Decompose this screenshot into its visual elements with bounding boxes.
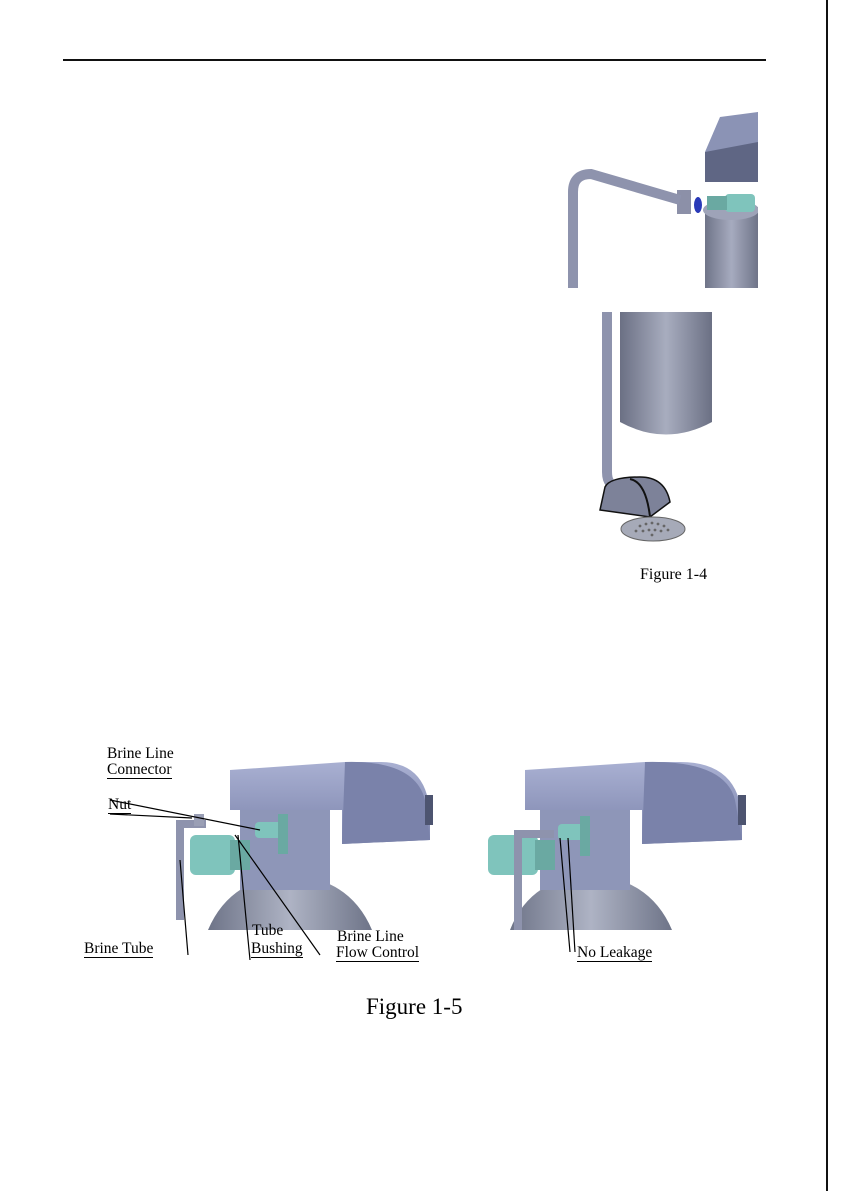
- figure-1-5-caption: Figure 1-5: [366, 994, 462, 1020]
- label-bushing: Bushing: [251, 941, 303, 958]
- label-flow-control: Flow Control: [336, 945, 419, 962]
- label-nut: Nut: [108, 797, 131, 814]
- label-tube: Tube: [252, 923, 283, 939]
- page-right-edge: [826, 0, 828, 1191]
- label-no-leakage: No Leakage: [577, 945, 652, 962]
- label-brine-tube: Brine Tube: [84, 941, 153, 958]
- figure-1-4-caption: Figure 1-4: [640, 566, 707, 584]
- label-brine-line: Brine Line: [337, 929, 404, 945]
- valve-no-leakage-illustration: [480, 740, 760, 970]
- label-brine-line-connector-line2: Connector: [107, 762, 172, 779]
- header-rule: [63, 59, 766, 61]
- brine-air-check-illustration: [580, 312, 712, 552]
- brine-tube-connection-illustration: [565, 112, 758, 288]
- label-brine-line-connector-line1: Brine Line: [107, 746, 174, 762]
